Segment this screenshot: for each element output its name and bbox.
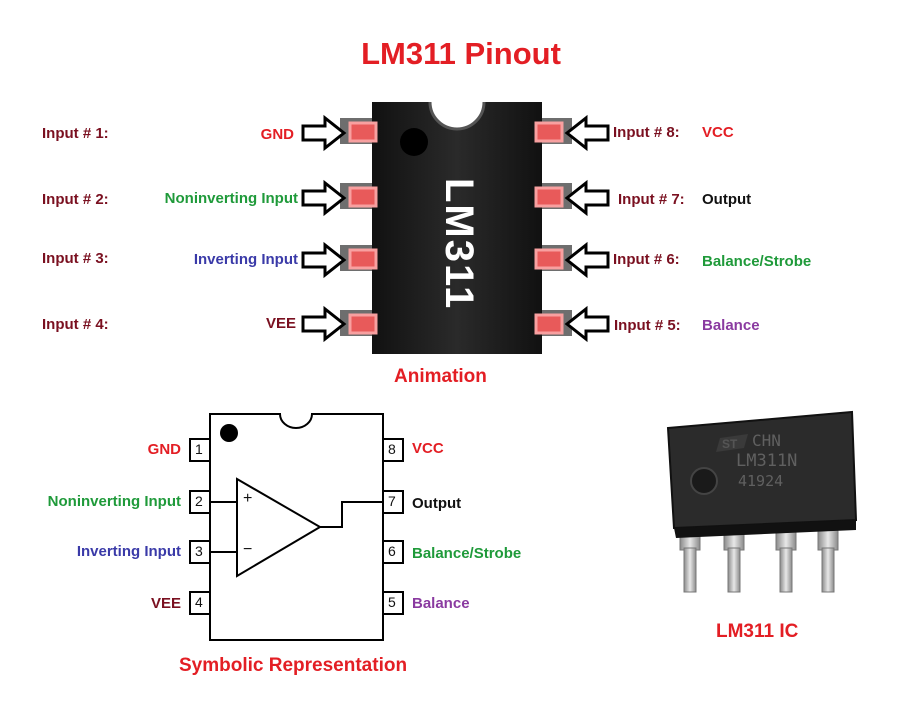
pin-name-noninverting: Noninverting Input (164, 190, 298, 207)
pin-name-balance: Balance (702, 317, 760, 334)
input-label-4: Input # 4: (42, 316, 109, 333)
symbolic-caption: Symbolic Representation (179, 655, 408, 676)
arrow-icon (301, 114, 347, 152)
svg-text:41924: 41924 (738, 472, 783, 490)
page-title: LM311 Pinout (361, 36, 561, 71)
arrow-icon (564, 179, 610, 217)
pin1-dot (220, 424, 238, 442)
sym-pin-name-vcc: VCC (412, 440, 444, 457)
sym-pin-name-gnd: GND (147, 441, 181, 458)
sym-pin-number-3: 3 (195, 543, 203, 559)
input-label-7: Input # 7: (618, 191, 685, 208)
chip-marking: LM311 (437, 178, 481, 310)
symbolic-package (189, 413, 404, 641)
sym-pin-name-vee: VEE (150, 595, 181, 612)
svg-text:ST: ST (722, 437, 738, 451)
arrow-icon (301, 241, 347, 279)
pin-name-gnd: GND (260, 126, 294, 143)
pin-name-inverting: Inverting Input (193, 251, 298, 268)
opamp-minus-sign: − (243, 541, 253, 558)
arrow-icon (564, 305, 610, 343)
sym-pin-number-5: 5 (388, 594, 396, 610)
input-label-8: Input # 8: (613, 124, 680, 141)
sym-pin-name-output: Output (412, 495, 462, 512)
st-logo-icon (716, 434, 748, 452)
arrow-icon (564, 114, 610, 152)
pin-name-vee: VEE (265, 315, 296, 332)
input-label-5: Input # 5: (614, 317, 681, 334)
sym-pin-number-8: 8 (388, 441, 396, 457)
arrow-icon (564, 241, 610, 279)
input-label-3: Input # 3: (42, 250, 109, 267)
input-label-2: Input # 2: (42, 191, 109, 208)
sym-pin-name-inverting: Inverting Input (76, 543, 181, 560)
sym-pin-number-4: 4 (195, 594, 203, 610)
animation-chip: LM311 (340, 101, 572, 354)
pin-highlights (348, 121, 564, 335)
pin-name-balance-strobe: Balance/Strobe (702, 253, 812, 270)
sym-pin-number-2: 2 (195, 493, 203, 509)
svg-text:CHN: CHN (752, 431, 781, 450)
pin-name-vcc: VCC (702, 124, 734, 141)
pin1-dot (690, 467, 718, 495)
input-label-1: Input # 1: (42, 125, 109, 142)
animation-caption: Animation (394, 366, 487, 387)
arrow-icon (301, 179, 347, 217)
sym-pin-number-7: 7 (388, 493, 396, 509)
sym-pin-name-balance: Balance (412, 595, 470, 612)
pin-name-output: Output (702, 191, 752, 208)
sym-pin-number-6: 6 (388, 543, 396, 559)
svg-text:LM311N: LM311N (736, 451, 797, 471)
input-label-6: Input # 6: (613, 251, 680, 268)
sym-pin-name-noninverting: Noninverting Input (47, 493, 181, 510)
photo-caption: LM311 IC (716, 621, 799, 642)
opamp-plus-sign: + (243, 490, 253, 507)
arrow-icon (301, 305, 347, 343)
left-arrows (301, 114, 347, 343)
sym-pin-number-1: 1 (195, 441, 203, 457)
pin1-dot (400, 128, 428, 156)
sym-pin-name-balance-strobe: Balance/Strobe (412, 545, 522, 562)
right-arrows (564, 114, 610, 343)
opamp-triangle (236, 477, 322, 578)
